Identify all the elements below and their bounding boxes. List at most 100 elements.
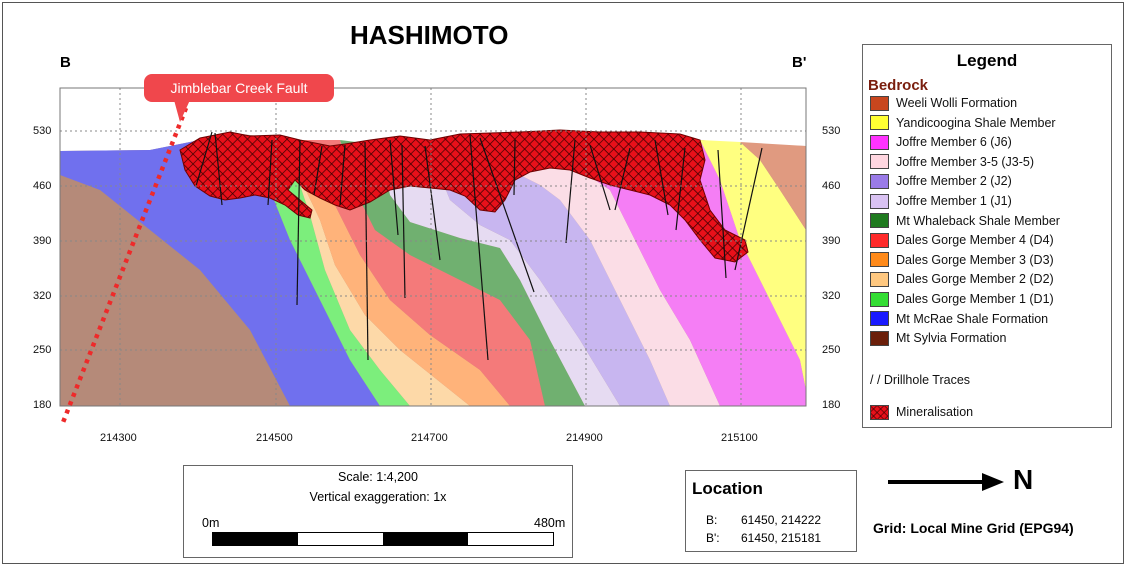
y-tick-label: 250 — [822, 344, 841, 356]
legend-item-label: Joffre Member 3-5 (J3-5) — [896, 154, 1035, 169]
north-label: N — [1013, 464, 1034, 495]
legend-swatch — [870, 252, 889, 268]
legend-swatch — [870, 173, 889, 189]
y-tick-label: 460 — [33, 180, 52, 192]
mt-whaleback-shale — [340, 140, 585, 406]
location-b-label: B: — [706, 513, 718, 527]
weeli-wolli — [740, 142, 806, 230]
yandicoogina-shale — [700, 140, 806, 390]
legend-subtitle: Bedrock — [868, 77, 929, 94]
x-tick-label: 215100 — [721, 432, 758, 444]
legend-swatch — [870, 115, 889, 131]
x-tick-label: 214500 — [256, 432, 293, 444]
legend-item: Joffre Member 1 (J1) — [870, 192, 1012, 210]
y-tick-label: 320 — [33, 290, 52, 302]
x-tick-label: 214900 — [566, 432, 603, 444]
legend-swatch — [870, 291, 889, 307]
legend-item-label: Joffre Member 1 (J1) — [896, 194, 1012, 208]
scale-bar — [212, 532, 554, 546]
legend-item-label: Weeli Wolli Formation — [896, 96, 1018, 110]
legend-title: Legend — [956, 51, 1018, 70]
mineralisation-swatch — [870, 404, 889, 420]
y-tick-label: 250 — [33, 344, 52, 356]
grid-text: Grid: Local Mine Grid (EPG94) — [873, 520, 1074, 536]
scale-start-label: 0m — [202, 516, 220, 530]
legend-item: Mt Whaleback Shale Member — [870, 212, 1060, 230]
legend-item: Mt McRae Shale Formation — [870, 310, 1048, 328]
legend-item: Dales Gorge Member 4 (D4) — [870, 231, 1054, 249]
legend-swatch — [870, 232, 889, 248]
location-bp-label: B': — [706, 531, 720, 545]
legend-drillhole-label: / / Drillhole Traces — [870, 373, 971, 387]
cross-section — [59, 87, 807, 426]
joffre-j3-5 — [500, 150, 720, 406]
legend-item-label: Dales Gorge Member 2 (D2) — [896, 272, 1054, 287]
joffre-j2 — [430, 150, 670, 406]
section-title: HASHIMOTO — [350, 20, 509, 50]
y-tick-label: 180 — [33, 399, 52, 411]
legend-swatch — [870, 271, 889, 287]
drillhole-traces — [195, 131, 763, 361]
north-arrow-icon — [888, 473, 1004, 491]
mt-mcrae-shale — [60, 140, 380, 406]
y-tick-label: 460 — [822, 180, 841, 192]
legend-item-label: Dales Gorge Member 4 (D4) — [896, 233, 1054, 248]
y-tick-label: 530 — [33, 125, 52, 137]
legend-swatch — [870, 330, 889, 346]
legend-item: Dales Gorge Member 2 (D2) — [870, 270, 1054, 288]
y-tick-label: 180 — [822, 399, 841, 411]
legend-item-label: Yandicoogina Shale Member — [896, 115, 1056, 130]
legend-item: Mt Sylvia Formation — [870, 329, 1006, 347]
scale-text: Scale: 1:4,200 — [338, 470, 418, 484]
legend-item-label: Dales Gorge Member 3 (D3) — [896, 252, 1054, 267]
y-tick-label: 390 — [33, 235, 52, 247]
scale-box: Scale: 1:4,200 Vertical exaggeration: 1x… — [183, 465, 573, 558]
mineralisation-body — [179, 129, 749, 263]
legend-swatch — [870, 213, 889, 229]
legend-swatch — [870, 311, 889, 327]
fault-callout: Jimblebar Creek Fault — [144, 74, 334, 102]
section-axes — [59, 87, 807, 407]
legend-item: Joffre Member 6 (J6) — [870, 133, 1012, 151]
legend-item: Dales Gorge Member 1 (D1) — [870, 290, 1054, 308]
x-tick-label: 214300 — [100, 432, 137, 444]
legend-item-label: Joffre Member 2 (J2) — [896, 174, 1012, 189]
legend-item: Dales Gorge Member 3 (D3) — [870, 251, 1054, 269]
y-tick-label: 320 — [822, 290, 841, 302]
joffre-j6 — [560, 140, 806, 406]
joffre-j1 — [380, 145, 620, 406]
dales-gorge-d1 — [240, 140, 410, 406]
location-b-value: 61450, 214222 — [741, 513, 822, 527]
y-tick-label: 390 — [822, 235, 841, 247]
legend-item-label: Mt Sylvia Formation — [896, 331, 1007, 346]
legend-swatch — [870, 134, 889, 150]
exaggeration-text: Vertical exaggeration: 1x — [309, 490, 447, 504]
legend-item: Joffre Member 3-5 (J3-5) — [870, 153, 1034, 171]
location-box: Location B: 61450, 214222 B': 61450, 215… — [685, 470, 857, 552]
legend-swatch — [870, 154, 889, 170]
grid-lines — [60, 88, 806, 406]
legend-item: Yandicoogina Shale Member — [870, 114, 1056, 132]
location-title: Location — [692, 479, 763, 498]
section-end-label: B' — [792, 54, 807, 71]
legend-item-label: Joffre Member 6 (J6) — [896, 135, 1012, 150]
x-tick-label: 214700 — [411, 432, 448, 444]
legend-item-label: Mt Whaleback Shale Member — [896, 213, 1060, 228]
legend-swatch — [870, 193, 889, 209]
scale-end-label: 480m — [534, 516, 566, 530]
fault-line — [59, 107, 189, 426]
callout-pointer — [174, 100, 190, 122]
legend-mineral-item: Mineralisation — [870, 403, 973, 421]
legend-item: Joffre Member 2 (J2) — [870, 172, 1012, 190]
y-tick-label: 530 — [822, 125, 841, 137]
section-start-label: B — [60, 54, 71, 71]
legend-item: Weeli Wolli Formation — [870, 94, 1017, 112]
location-bp-value: 61450, 215181 — [741, 531, 822, 545]
legend-item-label: Mt McRae Shale Formation — [896, 311, 1049, 326]
legend-item-label: Dales Gorge Member 1 (D1) — [896, 292, 1054, 306]
legend-swatch — [870, 95, 889, 111]
legend-mineral-label: Mineralisation — [896, 405, 974, 419]
dales-gorge-d2 — [270, 140, 470, 406]
